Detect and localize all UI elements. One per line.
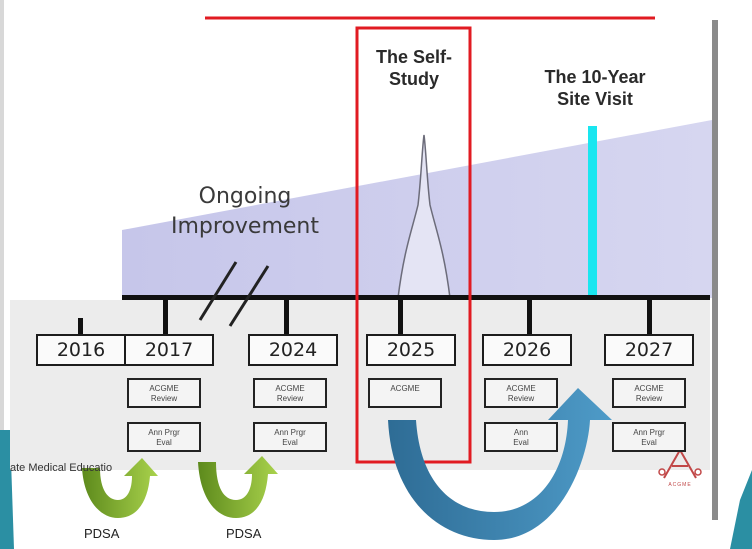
stem-2016 (78, 318, 83, 334)
year-box-2026: 2026 (482, 334, 572, 366)
logo-dot-left (658, 468, 666, 476)
teal-accent-right (730, 470, 752, 549)
pdsa-arrow-2 (198, 456, 278, 518)
left-border (0, 0, 4, 549)
review-box-2026-line1: ACGME (506, 384, 536, 393)
eval-box-2026: Ann Eval (484, 422, 558, 452)
eval-box-2027-line1: Ann Prgr (633, 428, 665, 437)
site-visit-line2: Site Visit (557, 89, 633, 109)
ongoing-label-line2: Improvement (171, 214, 319, 239)
stem-2017 (163, 298, 168, 334)
year-box-2025: 2025 (366, 334, 456, 366)
stem-2024 (284, 298, 289, 334)
logo-text: ACGME (668, 482, 692, 488)
stem-2027 (647, 298, 652, 334)
ongoing-improvement-label: Ongoing Improvement (150, 182, 340, 242)
review-box-2025-line1: ACGME (390, 384, 420, 393)
right-border (712, 20, 718, 520)
timeline-axis (122, 295, 710, 300)
review-box-2027-line1: ACGME (634, 384, 664, 393)
eval-box-2027-line2: Eval (641, 438, 657, 447)
self-study-line1: The Self- (375, 47, 452, 67)
ongoing-label-line1: Ongoing (198, 184, 292, 209)
stem-2026 (527, 298, 532, 334)
eval-box-2024-line1: Ann Prgr (274, 428, 306, 437)
lower-panel (10, 300, 710, 470)
review-box-2026-line2: Review (507, 394, 535, 403)
year-box-2024: 2024 (248, 334, 338, 366)
timeline-break-2 (228, 265, 270, 327)
eval-box-2024: Ann Prgr Eval (253, 422, 327, 452)
eval-box-2017-line2: Eval (156, 438, 172, 447)
review-box-2026: ACGME Review (484, 378, 558, 408)
year-box-2017: 2017 (124, 334, 214, 366)
review-box-2017-line1: ACGME (149, 384, 179, 393)
site-visit-label: The 10-Year Site Visit (515, 66, 675, 110)
review-box-2027-line2: Review (635, 394, 663, 403)
review-box-2025: ACGME (368, 378, 442, 408)
pdsa-label-1: PDSA (84, 526, 120, 541)
site-visit-line1: The 10-Year (544, 67, 646, 87)
eval-box-2017: Ann Prgr Eval (127, 422, 201, 452)
review-box-2024: ACGME Review (253, 378, 327, 408)
self-study-line2: Study (388, 69, 439, 89)
eval-box-2026-line1: Ann (513, 428, 529, 437)
eval-box-2027: Ann Prgr Eval (612, 422, 686, 452)
review-box-2027: ACGME Review (612, 378, 686, 408)
timeline-break-1 (198, 261, 238, 321)
stem-2025 (398, 298, 403, 334)
logo-dot-right (694, 468, 702, 476)
site-visit-marker (588, 126, 597, 298)
self-study-peak (397, 134, 451, 299)
pdsa-arrow-1 (82, 458, 158, 518)
eval-box-2024-line2: Eval (282, 438, 298, 447)
footer-text: ate Medical Educatio (10, 462, 113, 474)
year-box-2027: 2027 (604, 334, 694, 366)
pdsa-label-2: PDSA (226, 526, 262, 541)
review-box-2024-line1: ACGME (275, 384, 305, 393)
review-box-2017-line2: Review (150, 394, 178, 403)
year-box-2016: 2016 (36, 334, 126, 366)
self-study-label: The Self- Study (355, 46, 473, 90)
eval-box-2017-line1: Ann Prgr (148, 428, 180, 437)
big-blue-arrow (388, 388, 612, 540)
review-box-2024-line2: Review (276, 394, 304, 403)
eval-box-2026-line2: Eval (513, 438, 529, 447)
review-box-2017: ACGME Review (127, 378, 201, 408)
